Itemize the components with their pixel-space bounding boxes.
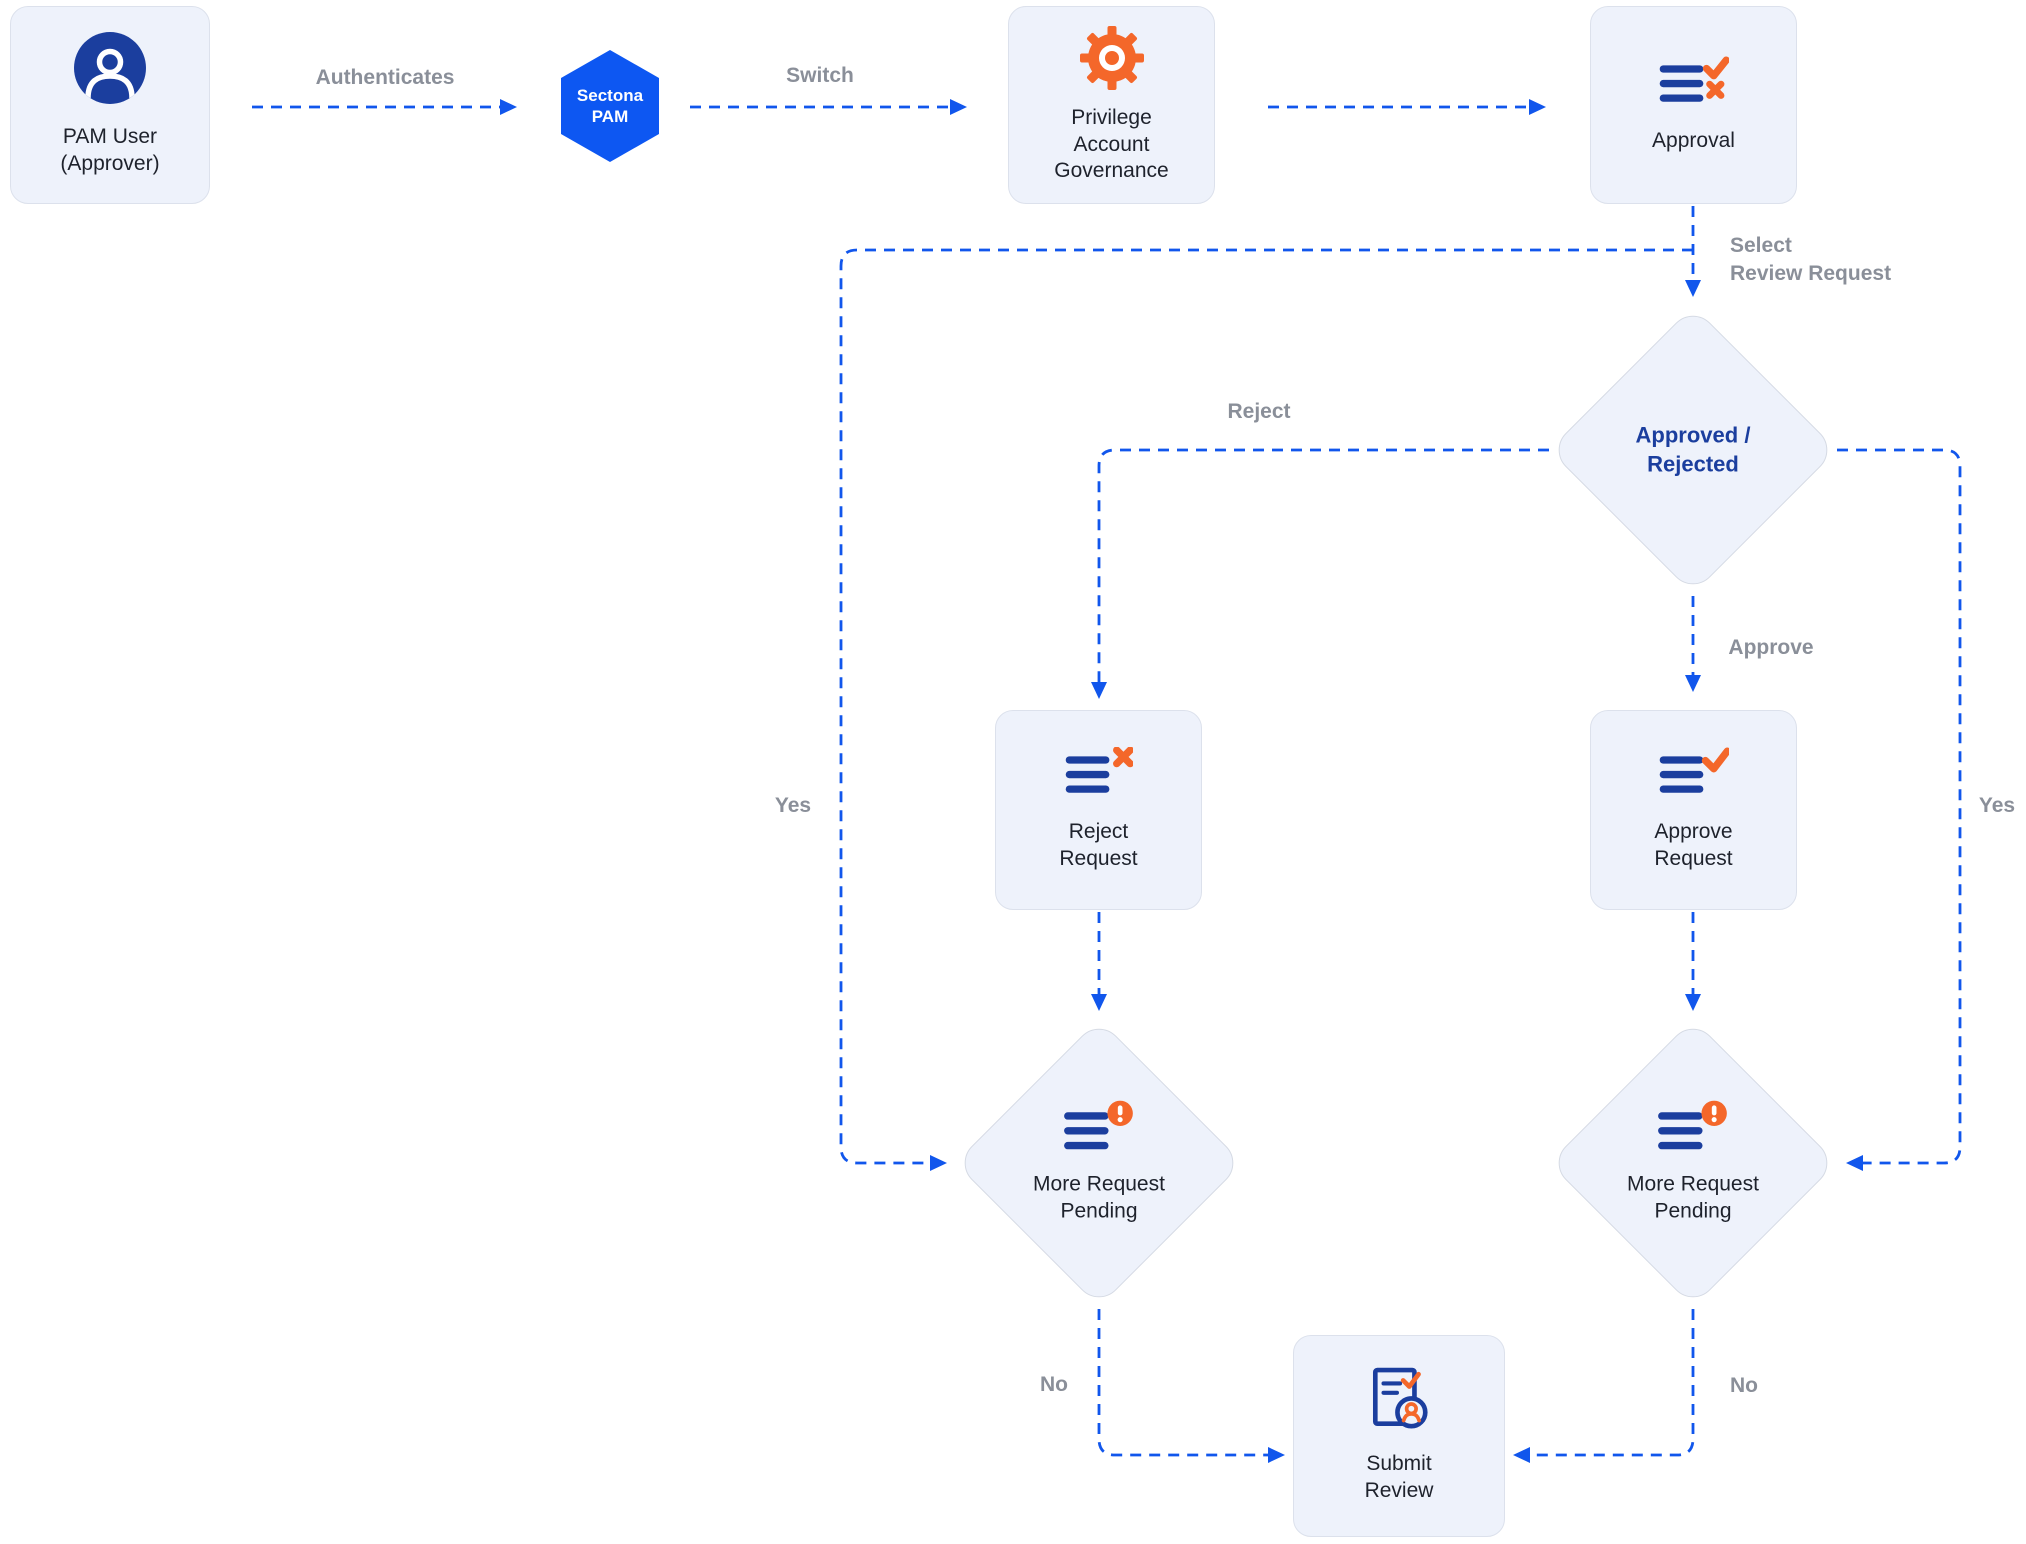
list-alert-icon <box>1658 1100 1728 1156</box>
node-more-request-pending-left: More Request Pending <box>954 1018 1244 1308</box>
list-check-x-icon <box>1659 56 1730 108</box>
node-label: Approved / Rejected <box>1635 422 1751 476</box>
node-privilege-account-governance: Privilege Account Governance <box>1008 6 1215 204</box>
edge-label-no-left: No <box>1040 1372 1068 1396</box>
list-x-icon <box>1065 746 1134 799</box>
list-alert-icon <box>1064 1100 1134 1156</box>
edge-label-yes-left: Yes <box>774 793 812 817</box>
node-label: PAM User (Approver) <box>60 125 160 175</box>
node-reject-request: Reject Request <box>995 710 1202 910</box>
node-approval: Approval <box>1590 6 1797 204</box>
node-more-request-pending-right: More Request Pending <box>1548 1018 1838 1308</box>
edge-label-switch: Switch <box>786 63 854 87</box>
document-review-icon <box>1365 1367 1433 1435</box>
user-icon <box>74 32 146 105</box>
node-approve-request: Approve Request <box>1590 710 1797 910</box>
node-label: Submit Review <box>1364 1452 1434 1502</box>
node-label: Privilege Account Governance <box>1054 105 1169 183</box>
node-submit-review: Submit Review <box>1293 1335 1505 1537</box>
edge-label-select-review-request: Select Review Request <box>1730 234 1892 286</box>
gear-icon <box>1079 25 1145 91</box>
edge-label-approve: Approve <box>1728 635 1814 659</box>
edge-yes-left-loop <box>839 248 1693 1171</box>
node-approved-rejected: Approved / Rejected <box>1548 305 1838 595</box>
node-pam-user: PAM User (Approver) <box>10 6 210 204</box>
edge-label-reject: Reject <box>1227 399 1291 423</box>
node-label: Approve Request <box>1654 820 1733 870</box>
edge-no-left <box>1097 1309 1285 1463</box>
node-label: Sectona PAM <box>576 85 644 126</box>
edge-no-right <box>1513 1309 1695 1463</box>
edge-yes-right-loop <box>1837 448 1962 1171</box>
edge-reject <box>1091 448 1549 699</box>
node-label: Approval <box>1652 128 1735 152</box>
node-label: Reject Request <box>1059 820 1138 870</box>
list-check-icon <box>1659 747 1731 799</box>
edge-label-authenticates: Authenticates <box>315 65 455 89</box>
edge-label-yes-right: Yes <box>1978 793 2016 817</box>
node-label: More Request Pending <box>1627 1172 1759 1223</box>
node-label: More Request Pending <box>1033 1172 1165 1223</box>
edge-label-no-right: No <box>1730 1373 1758 1397</box>
